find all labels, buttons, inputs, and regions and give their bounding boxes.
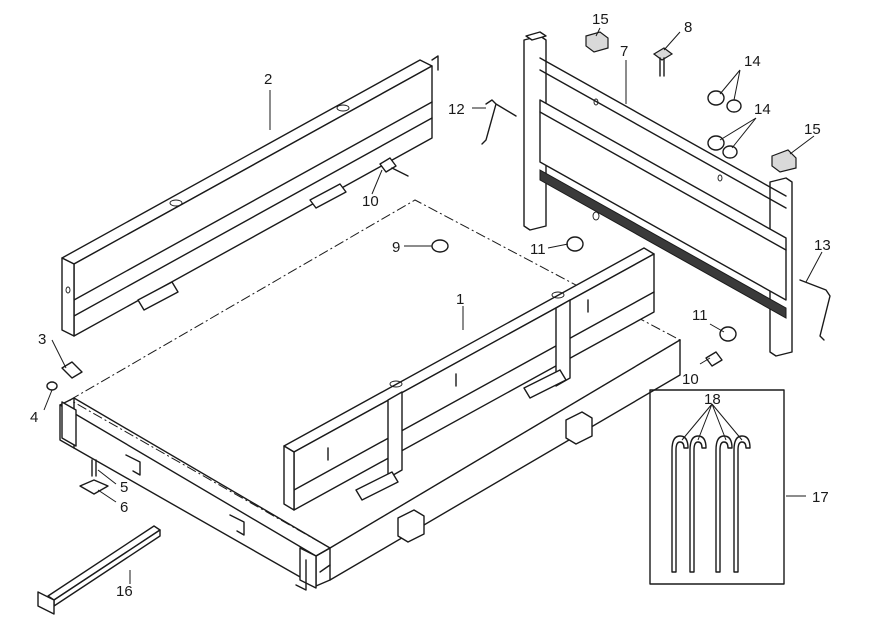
callout-8: 8	[684, 19, 692, 36]
rod-set-box	[649, 389, 785, 585]
callout-9: 9	[392, 239, 400, 256]
callout-2: 2	[264, 71, 272, 88]
callout-6: 6	[120, 499, 128, 516]
support-bar	[37, 525, 161, 615]
front-gate	[523, 31, 793, 357]
callout-11-lower: 11	[692, 307, 708, 324]
leader-lines	[43, 27, 823, 584]
callout-14-upper: 14	[744, 53, 761, 70]
callout-1: 1	[456, 291, 464, 308]
callout-13: 13	[814, 237, 831, 254]
callout-10-lower: 10	[682, 371, 699, 388]
callout-14-lower: 14	[754, 101, 771, 118]
side-board-right	[283, 247, 655, 511]
callout-10-upper: 10	[362, 193, 379, 210]
callout-18: 18	[704, 391, 721, 408]
fasteners	[46, 31, 831, 495]
callout-11-upper: 11	[530, 241, 546, 258]
deck-frame	[59, 199, 682, 591]
callout-3: 3	[38, 331, 46, 348]
callout-15-lower: 15	[804, 121, 821, 138]
callout-16: 16	[116, 583, 133, 600]
callout-4: 4	[30, 409, 38, 426]
callout-17: 17	[812, 489, 829, 506]
side-board-left	[61, 55, 439, 337]
callout-5: 5	[120, 479, 128, 496]
callout-labels: 1 2 3 4 5 6 7 8 9 10 10 11 11 12 13 14 1…	[30, 11, 831, 600]
callout-12: 12	[448, 101, 465, 118]
callout-15-upper: 15	[592, 11, 609, 28]
callout-7: 7	[620, 43, 628, 60]
